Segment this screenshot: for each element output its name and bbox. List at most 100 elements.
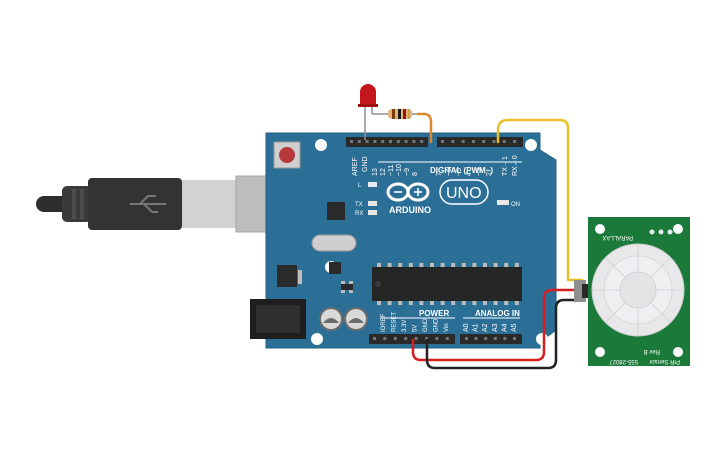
header-pin[interactable] [420, 140, 424, 143]
led-on-label: ON [511, 202, 520, 208]
resistor [384, 109, 418, 119]
model-label: UNO [446, 185, 482, 202]
led-rx [368, 210, 377, 215]
led-on [497, 200, 509, 205]
brand-label: ARDUINO [389, 205, 431, 215]
led-l-label: L [358, 183, 362, 189]
crystal-oscillator [311, 234, 357, 252]
analog-header [460, 334, 522, 344]
red-led [360, 84, 376, 106]
wire-black-gnd [425, 298, 584, 370]
power-pin-label: GND [434, 318, 440, 332]
small-chip [329, 262, 341, 274]
bottom-header-pins [373, 337, 516, 340]
chip-leg [387, 300, 392, 305]
led-tx [368, 201, 377, 206]
header-pin[interactable] [357, 140, 361, 143]
transistor [341, 284, 353, 290]
digital-pin-label: RX←0 [512, 155, 519, 176]
header-pin[interactable] [513, 140, 517, 143]
header-pin[interactable] [414, 337, 418, 340]
header-pin[interactable] [373, 337, 376, 340]
digital-pin-label: ~5 [456, 168, 463, 176]
chip-leg [472, 263, 477, 268]
header-pin[interactable] [484, 337, 488, 340]
header-pin[interactable] [435, 337, 439, 340]
header-pin[interactable] [493, 337, 497, 340]
chip-leg [419, 263, 424, 268]
chip-leg [493, 300, 498, 305]
header-pin[interactable] [381, 140, 385, 143]
power-label: POWER [419, 309, 449, 318]
power-pin-label: Vin [444, 323, 450, 332]
digital-pin-label: 7 [436, 172, 443, 176]
mounting-hole [311, 333, 323, 345]
chip-leg [408, 263, 413, 268]
digital-label: DIGITAL (PWM~) [430, 166, 493, 175]
usb-strain-relief [62, 186, 92, 222]
header-pin[interactable] [425, 337, 428, 340]
chip-leg [430, 263, 434, 268]
header-pin[interactable] [465, 337, 468, 340]
header-pin[interactable] [441, 140, 444, 143]
header-pin[interactable] [412, 140, 416, 143]
header-pin[interactable] [482, 140, 486, 143]
header-pin[interactable] [373, 140, 377, 143]
header-pin[interactable] [474, 337, 478, 340]
header-pin[interactable] [365, 140, 369, 143]
chip-leg [461, 263, 466, 268]
chip-leg [440, 263, 445, 268]
chip-leg [472, 300, 477, 305]
header-pin[interactable] [451, 140, 455, 143]
led-tx-label: TX [355, 202, 363, 208]
microcontroller-chip [372, 267, 522, 301]
digital-pin-label: 4 [466, 172, 473, 176]
usb-b-connector [182, 180, 236, 228]
power-pin-label: 5V [413, 325, 419, 332]
header-pin[interactable] [383, 337, 387, 340]
header-pin[interactable] [396, 140, 400, 143]
usb-icon [130, 195, 166, 213]
usb-cable [36, 175, 303, 233]
header-pin[interactable] [471, 140, 475, 143]
reset-button-cap[interactable] [279, 147, 295, 163]
led-rx-label: RX [355, 211, 363, 217]
usb-chip [327, 202, 345, 220]
header-pin[interactable] [389, 140, 392, 143]
power-pin-label: IOREF [381, 313, 387, 332]
header-pin[interactable] [393, 337, 397, 340]
pir-part-number: 555-28027 [609, 358, 638, 364]
led-component [358, 84, 384, 140]
header-pin[interactable] [503, 337, 507, 340]
arduino-logo-icon [386, 182, 430, 202]
reset-button[interactable] [273, 141, 301, 169]
header-pin[interactable] [404, 140, 408, 143]
chip-leg [451, 263, 456, 268]
power-pin-label: 3.3V [402, 320, 408, 332]
chip-leg [419, 300, 424, 305]
digital-pin-label: 8 [412, 172, 419, 176]
header-pin[interactable] [502, 140, 506, 143]
mounting-hole [595, 347, 605, 357]
chip-leg [398, 300, 403, 305]
header-pin[interactable] [350, 140, 353, 143]
header-pin[interactable] [461, 140, 465, 143]
digital-pin-label: ~9 [404, 168, 411, 176]
wire-yellow-signal [496, 118, 584, 282]
mounting-hole [525, 139, 537, 151]
header-pin[interactable] [513, 337, 516, 340]
pir-name: PIR Sensor [649, 358, 680, 364]
chip-leg [377, 263, 381, 268]
header-pin[interactable] [404, 337, 408, 340]
analog-pin-label: A1 [473, 323, 480, 332]
mounting-hole [673, 347, 683, 357]
wire-orange-resistor-to-pin8 [416, 112, 433, 144]
header-pin[interactable] [445, 337, 449, 340]
digital-header-right [437, 137, 523, 147]
pir-rev: Rev B [644, 348, 660, 354]
header-pin[interactable] [492, 140, 496, 143]
analog-pin-label: A3 [492, 323, 499, 332]
digital-pin-label: 13 [372, 168, 379, 176]
